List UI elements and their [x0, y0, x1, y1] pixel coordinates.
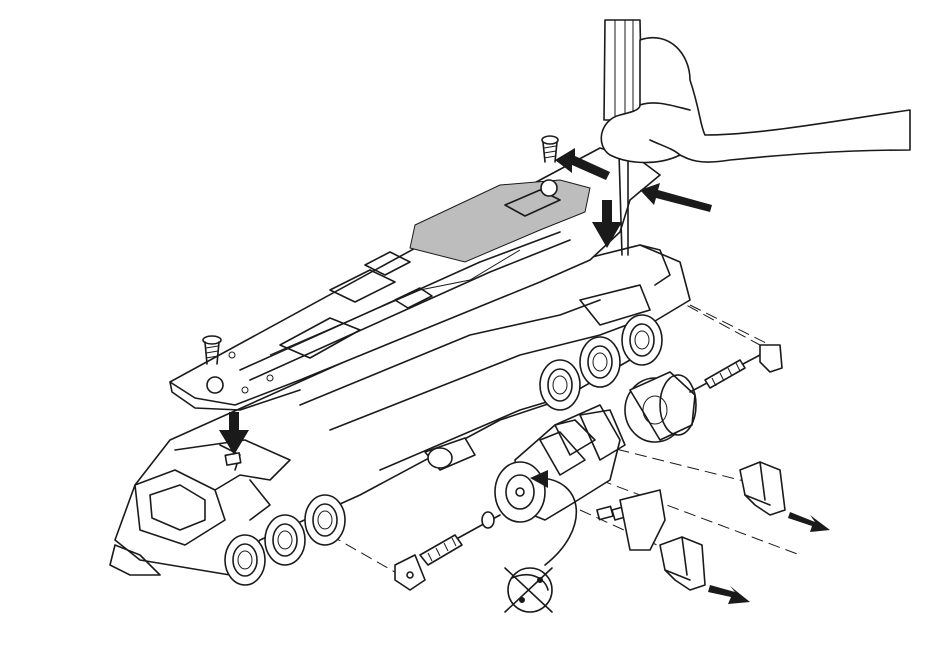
wheel-icon [225, 535, 265, 585]
wheel-icon [265, 515, 305, 565]
brush-cover-icon [620, 490, 665, 550]
arrow-right-icon [788, 512, 830, 532]
arrow-left-icon [640, 183, 712, 212]
arrow-right-icon [708, 585, 750, 604]
screw-icon [542, 136, 558, 162]
wheel-icon [305, 495, 345, 545]
wheel-icon [540, 360, 580, 410]
worm-shaft-icon [395, 512, 500, 590]
crossed-out-circle-icon [505, 568, 552, 612]
hand-icon [601, 38, 910, 163]
wheel-icon [580, 337, 620, 387]
flywheel-icon [625, 372, 696, 442]
worm-shaft-icon [690, 345, 782, 392]
wheel-icon [622, 315, 662, 365]
clip-icon [660, 537, 705, 590]
motor-icon [495, 405, 632, 522]
clip-icon [740, 462, 785, 515]
